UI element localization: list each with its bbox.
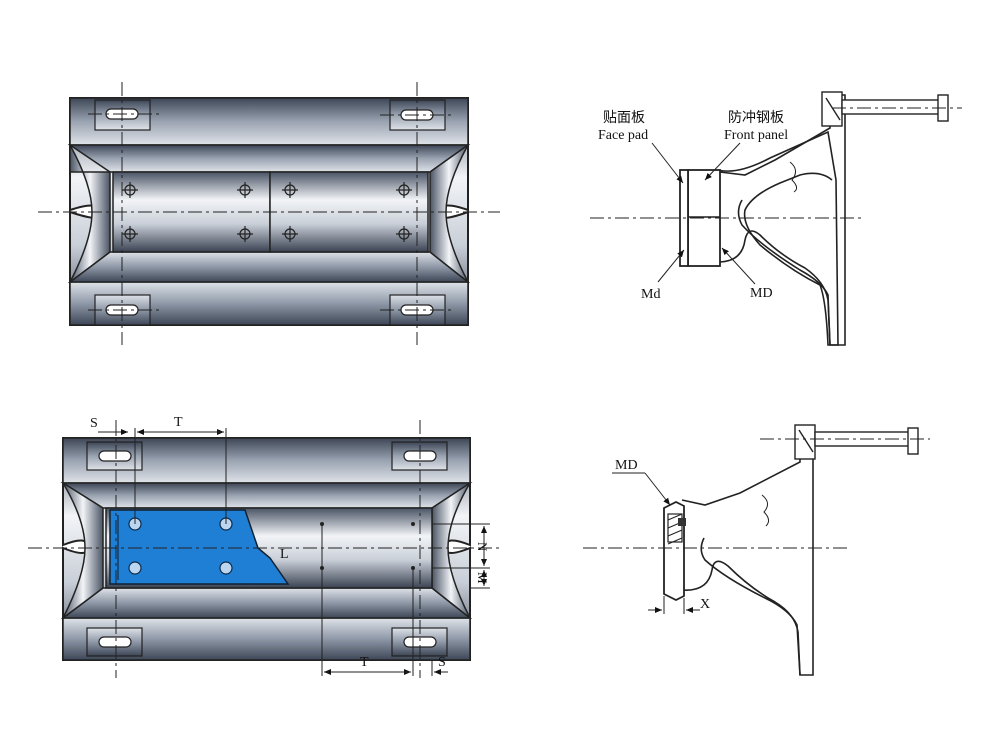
face-pad-blue-cutaway — [109, 509, 290, 585]
hatch-lines — [667, 513, 683, 545]
md-right-label: MD — [750, 286, 773, 301]
rubber-outer-top — [719, 94, 846, 346]
dim-m: M — [475, 572, 490, 584]
rubber-crack-top — [789, 161, 798, 193]
dim-l: L — [280, 547, 289, 562]
side-section-bottom: MD X — [583, 424, 930, 676]
dim-n: N — [475, 542, 490, 552]
front-panel-cn-label: 防冲钢板 — [728, 110, 784, 126]
bolt-assembly-bottom — [794, 424, 919, 460]
front-view-bottom: S T L N M T S — [28, 415, 500, 678]
mounting-slot-b-tl — [86, 441, 143, 471]
face-pad-en-label: Face pad — [598, 128, 648, 143]
rubber-profile-top — [717, 230, 831, 346]
upper-slope-b — [60, 482, 473, 509]
dim-t-bottom: T — [360, 655, 369, 670]
leaders-top — [651, 142, 756, 285]
rubber-body-top — [717, 130, 839, 346]
insert-bolt — [678, 518, 686, 526]
right-notch-b — [431, 482, 471, 619]
side-section-top: 贴面板 Face pad 防冲钢板 Front panel Md MD — [590, 91, 962, 346]
dim-s-bottom: S — [438, 655, 446, 670]
leaders-bottom — [612, 472, 700, 614]
centerlines-b — [28, 420, 500, 678]
upper-slope — [67, 144, 471, 173]
dimension-lines-b — [98, 428, 490, 676]
x-label: X — [700, 597, 710, 612]
face-pad-cn-label: 贴面板 — [603, 110, 645, 126]
md-small-label: Md — [641, 287, 660, 302]
lower-slope — [67, 251, 471, 283]
front-view-top — [38, 82, 500, 345]
front-panel-en-label: Front panel — [724, 128, 788, 143]
dim-t-top: T — [174, 415, 183, 430]
md-lower-label: MD — [615, 458, 638, 473]
bolt-assembly-top — [821, 91, 949, 127]
rubber-crack-bottom — [761, 494, 770, 527]
left-notch-b — [62, 482, 104, 619]
rubber-outer-bottom — [681, 431, 814, 676]
bolt-markers-top — [122, 182, 412, 242]
mounting-slot-b-bl — [86, 627, 143, 657]
lower-slope-b — [60, 587, 473, 619]
dim-s-top: S — [90, 416, 98, 431]
centerlines-top — [38, 82, 500, 345]
rubber-inner-bottom — [681, 560, 801, 676]
right-notch — [429, 144, 469, 283]
